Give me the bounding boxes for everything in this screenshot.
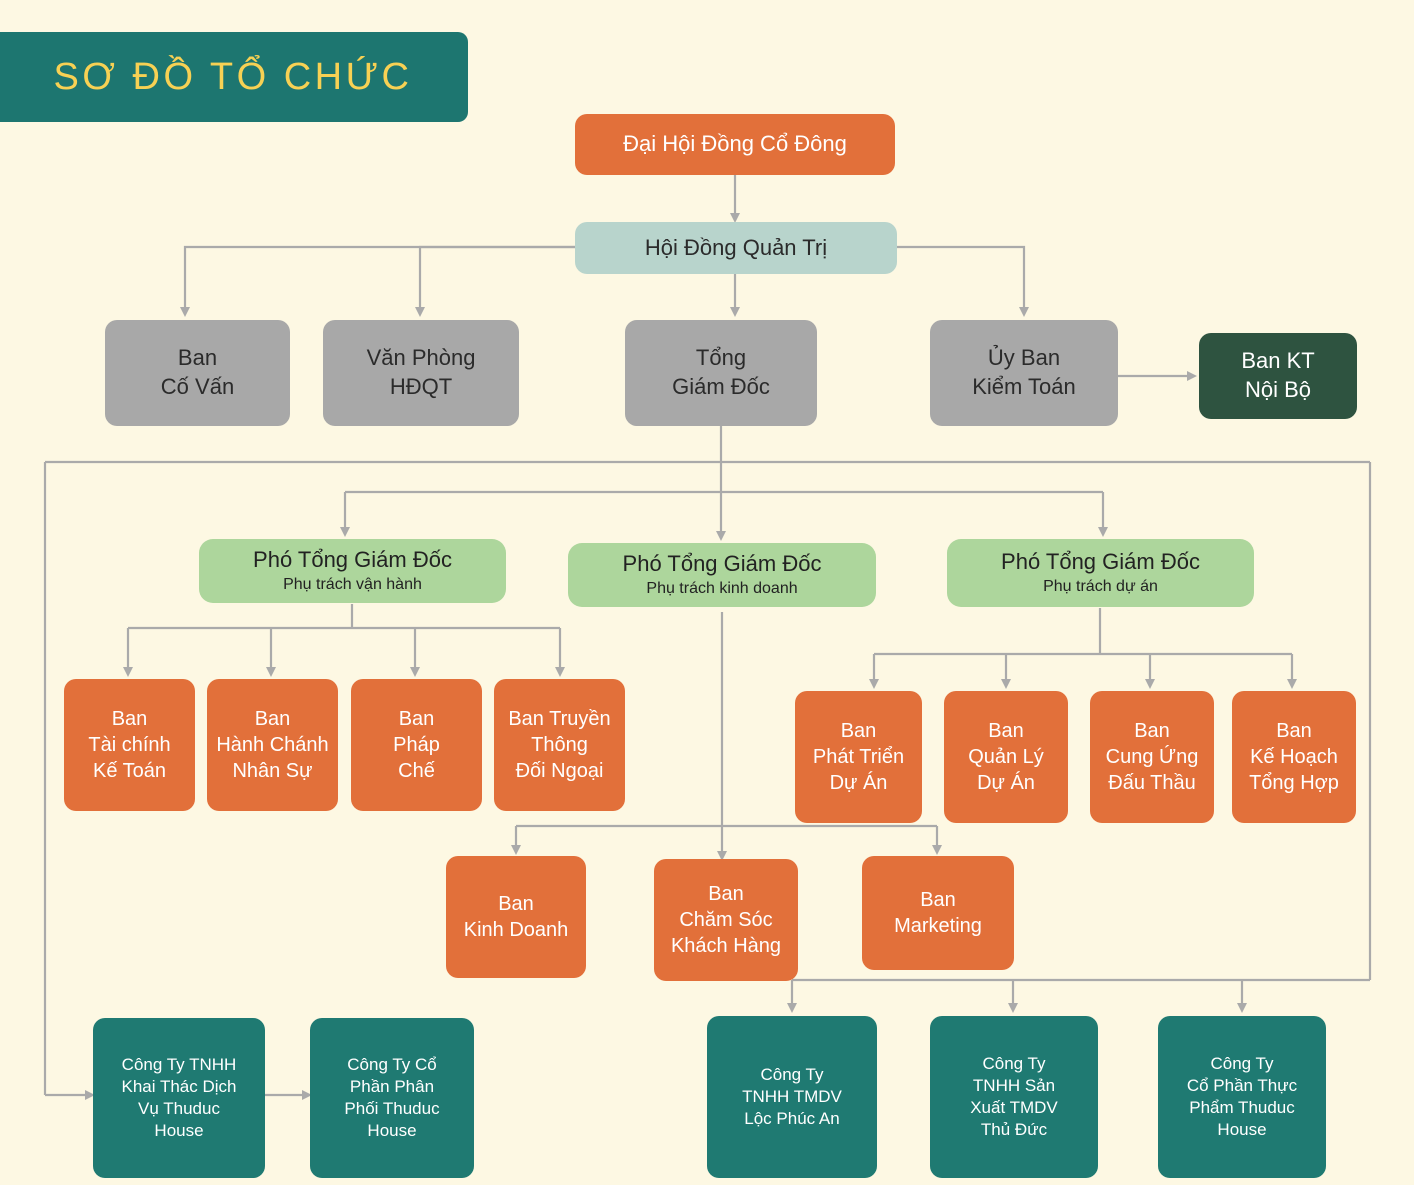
node-advisory-board[interactable]: Ban Cố Vấn xyxy=(105,320,290,426)
node-label-line3: Đấu Thầu xyxy=(1108,772,1196,794)
node-label-line3: Nhân Sự xyxy=(232,760,313,782)
node-label-line3: Chế xyxy=(398,760,435,782)
node-label-line1: Ủy Ban xyxy=(987,345,1061,371)
node-label: Đại Hội Đồng Cổ Đông xyxy=(623,131,847,157)
node-shareholders-assembly[interactable]: Đại Hội Đồng Cổ Đông xyxy=(575,114,895,175)
node-label-line1: Ban xyxy=(111,708,148,730)
node-label-title: Phó Tổng Giám Đốc xyxy=(253,547,452,573)
node-label-line1: Ban xyxy=(177,345,218,371)
node-company-manufacturing-thu-duc[interactable]: Công Ty TNHH Sản Xuất TMDV Thủ Đức xyxy=(930,1016,1098,1178)
node-label-line2: Kế Hoạch xyxy=(1250,746,1338,768)
node-label-line1: Công Ty xyxy=(982,1053,1046,1073)
node-company-services-thuduc-house[interactable]: Công Ty TNHH Khai Thác Dịch Vụ Thuduc Ho… xyxy=(93,1018,265,1178)
node-label-line2: TNHH TMDV xyxy=(742,1086,842,1106)
node-label-line2: Khai Thác Dịch xyxy=(121,1076,237,1096)
node-label-line4: House xyxy=(367,1121,417,1141)
node-label-line3: Tổng Hợp xyxy=(1249,772,1339,794)
node-label-line4: House xyxy=(154,1121,204,1141)
node-dept-procurement-bidding[interactable]: Ban Cung Ứng Đấu Thầu xyxy=(1090,691,1214,823)
node-internal-audit[interactable]: Ban KT Nội Bộ xyxy=(1199,333,1357,419)
node-label-line3: Đối Ngoại xyxy=(515,760,604,782)
node-label-line1: Công Ty TNHH xyxy=(121,1054,237,1074)
node-label-line1: Ban Truyền xyxy=(508,708,611,730)
node-deputy-ceo-projects[interactable]: Phó Tổng Giám Đốc Phụ trách dự án xyxy=(947,539,1254,607)
node-label-line1: Văn Phòng xyxy=(366,345,476,371)
node-label-line2: Nội Bộ xyxy=(1244,377,1312,402)
page-title-banner: SƠ ĐỒ TỔ CHỨC xyxy=(0,32,468,122)
node-audit-committee[interactable]: Ủy Ban Kiểm Toán xyxy=(930,320,1118,426)
node-dept-sales[interactable]: Ban Kinh Doanh xyxy=(446,856,586,978)
node-dept-project-development[interactable]: Ban Phát Triển Dự Án xyxy=(795,691,922,823)
node-label-line1: Công Ty xyxy=(1210,1053,1274,1073)
node-label-line3: Phối Thuduc xyxy=(344,1099,440,1118)
node-label-line2: Hành Chánh xyxy=(216,734,329,756)
node-dept-admin-hr[interactable]: Ban Hành Chánh Nhân Sự xyxy=(207,679,338,811)
node-ceo[interactable]: Tổng Giám Đốc xyxy=(625,320,817,426)
node-label-line2: Pháp xyxy=(393,734,440,756)
node-board-of-directors[interactable]: Hội Đồng Quản Trị xyxy=(575,222,897,274)
node-dept-customer-care[interactable]: Ban Chăm Sóc Khách Hàng xyxy=(654,859,798,981)
node-label-line1: Ban xyxy=(920,889,956,911)
node-label-line1: Ban xyxy=(708,883,744,905)
node-label-line1: Công Ty xyxy=(760,1064,824,1084)
node-label-line3: Vụ Thuduc xyxy=(138,1099,220,1118)
node-dept-legal[interactable]: Ban Pháp Chế xyxy=(351,679,482,811)
node-label-line3: Khách Hàng xyxy=(670,935,782,957)
node-label-line4: Thủ Đức xyxy=(980,1120,1048,1140)
node-label-line2: Phát Triển xyxy=(812,746,905,768)
node-label-line2: Cung Ứng xyxy=(1105,746,1199,768)
node-dept-general-planning[interactable]: Ban Kế Hoạch Tổng Hợp xyxy=(1232,691,1356,823)
node-label-line3: Xuất TMDV xyxy=(970,1098,1058,1117)
node-label-line2: TNHH Sản xyxy=(972,1075,1056,1095)
node-label-subtitle: Phụ trách vận hành xyxy=(283,575,422,593)
node-label-line3: Phẩm Thuduc xyxy=(1189,1098,1295,1117)
node-label-title: Phó Tổng Giám Đốc xyxy=(1001,549,1200,575)
node-label-line2: Tài chính xyxy=(88,734,171,756)
node-label-line2: Cổ Phần Thực xyxy=(1186,1075,1298,1095)
node-label-line2: Phần Phân xyxy=(349,1076,435,1096)
node-label-line1: Ban xyxy=(1134,720,1170,742)
page-title: SƠ ĐỒ TỔ CHỨC xyxy=(53,55,413,98)
node-deputy-ceo-operations[interactable]: Phó Tổng Giám Đốc Phụ trách vận hành xyxy=(199,539,506,603)
node-label-line3: Kế Toán xyxy=(92,760,167,782)
node-label-line1: Ban KT xyxy=(1241,348,1315,374)
node-label-line2: Cố Vấn xyxy=(160,374,235,399)
node-label-line2: Kiểm Toán xyxy=(972,374,1076,399)
node-board-office[interactable]: Văn Phòng HĐQT xyxy=(323,320,519,426)
node-label-line2: Marketing xyxy=(894,915,982,937)
node-label-line2: Giám Đốc xyxy=(672,374,770,399)
node-label-line3: Dự Án xyxy=(977,772,1035,794)
node-label-line1: Tổng xyxy=(695,345,747,371)
node-label-line1: Ban xyxy=(398,708,435,730)
node-label-line1: Ban xyxy=(498,893,534,915)
node-company-distribution-thuduc-house[interactable]: Công Ty Cổ Phần Phân Phối Thuduc House xyxy=(310,1018,474,1178)
node-label-line1: Ban xyxy=(1276,720,1312,742)
node-dept-finance-accounting[interactable]: Ban Tài chính Kế Toán xyxy=(64,679,195,811)
node-label-line2: Kinh Doanh xyxy=(463,919,569,941)
node-label-line2: HĐQT xyxy=(389,374,453,399)
node-label: Hội Đồng Quản Trị xyxy=(644,234,828,260)
node-label-line4: House xyxy=(1217,1120,1267,1140)
node-label-line1: Công Ty Cổ xyxy=(347,1054,437,1074)
node-label-subtitle: Phụ trách kinh doanh xyxy=(646,579,798,597)
node-dept-communications[interactable]: Ban Truyền Thông Đối Ngoại xyxy=(494,679,625,811)
node-label-title: Phó Tổng Giám Đốc xyxy=(622,551,822,577)
node-company-food-thuduc-house[interactable]: Công Ty Cổ Phần Thực Phẩm Thuduc House xyxy=(1158,1016,1326,1178)
node-label-line2: Quản Lý xyxy=(968,746,1044,768)
node-label-line1: Ban xyxy=(840,720,877,742)
node-label-line2: Chăm Sóc xyxy=(679,909,773,931)
node-label-line3: Lộc Phúc An xyxy=(744,1109,840,1129)
node-label-line2: Thông xyxy=(531,734,588,756)
node-label-line1: Ban xyxy=(988,720,1024,742)
node-company-loc-phuc-an[interactable]: Công Ty TNHH TMDV Lộc Phúc An xyxy=(707,1016,877,1178)
node-deputy-ceo-business[interactable]: Phó Tổng Giám Đốc Phụ trách kinh doanh xyxy=(568,543,876,607)
node-label-line3: Dự Án xyxy=(829,772,888,794)
node-label-subtitle: Phụ trách dự án xyxy=(1043,577,1158,595)
node-dept-project-management[interactable]: Ban Quản Lý Dự Án xyxy=(944,691,1068,823)
node-label-line1: Ban xyxy=(254,708,291,730)
node-dept-marketing[interactable]: Ban Marketing xyxy=(862,856,1014,970)
